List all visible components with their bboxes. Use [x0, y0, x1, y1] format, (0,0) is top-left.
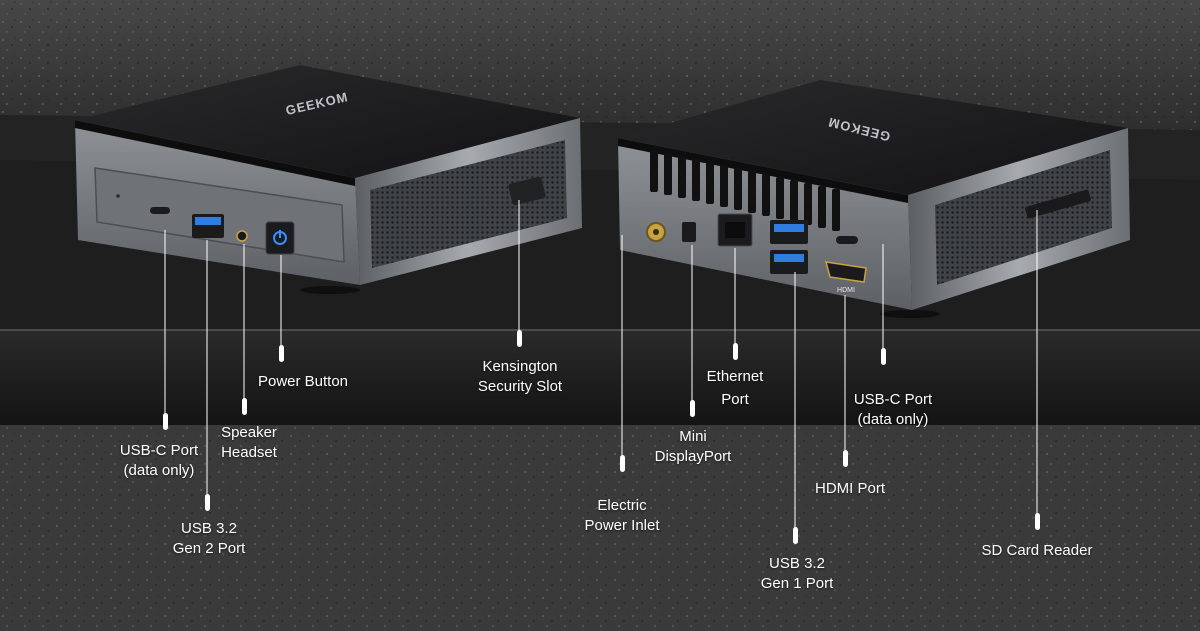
label-usb-c-front: USB-C Port(data only)	[119, 442, 199, 479]
callout-ends	[163, 330, 1040, 544]
callout-lines	[164, 200, 1038, 537]
hdmi-port-marking: HDMI	[837, 287, 855, 294]
table-edge	[0, 330, 1200, 425]
label-power-button: Power Button	[257, 373, 349, 390]
label-hdmi: HDMI Port	[814, 480, 886, 497]
device-front-view: GEEKOM	[75, 65, 582, 294]
device-rear-view: HDMI GEEKOM	[618, 80, 1130, 318]
label-usb-c-rear: USB-C Port(data only)	[853, 391, 933, 428]
label-sd-card: SD Card Reader	[981, 542, 1093, 559]
